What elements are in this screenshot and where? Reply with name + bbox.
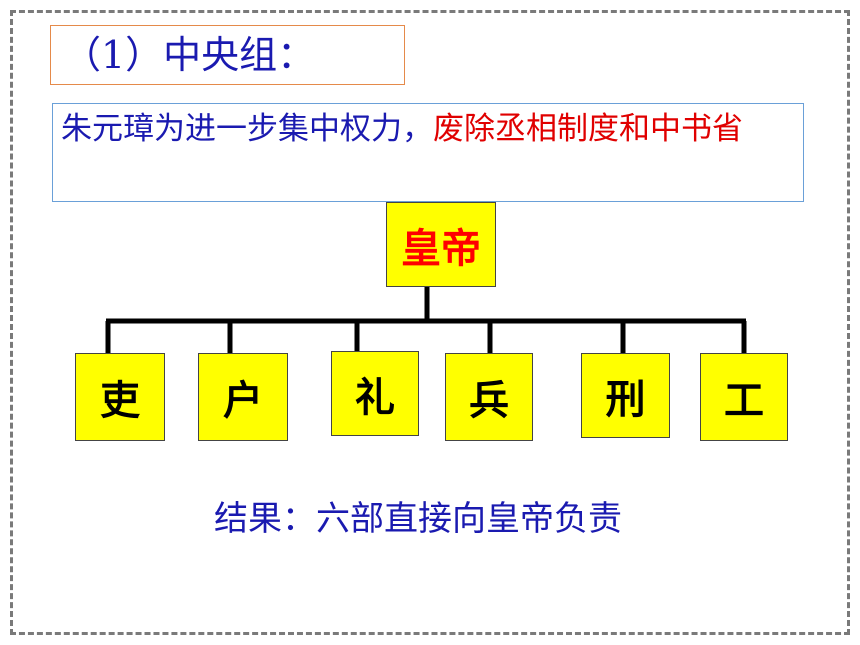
heading-box: （1）中央组： [50, 25, 405, 85]
node-emperor: 皇帝 [386, 202, 496, 287]
description-text: 朱元璋为进一步集中权力，废除丞相制度和中书省 [61, 110, 791, 148]
node-ministry-justice: 刑 [581, 353, 670, 438]
node-ministry-war: 兵 [445, 353, 533, 441]
description-box: 朱元璋为进一步集中权力，废除丞相制度和中书省 [52, 103, 804, 202]
node-ministry-works: 工 [700, 353, 788, 441]
heading-text: （1）中央组： [63, 33, 316, 77]
node-ministry-rites: 礼 [331, 351, 419, 436]
node-ministry-personnel: 吏 [75, 353, 165, 441]
result-text: 结果：六部直接向皇帝负责 [214, 499, 622, 539]
node-ministry-revenue: 户 [198, 353, 288, 441]
description-red-text: 废除丞相制度和中书省 [433, 111, 743, 147]
dashed-frame [10, 10, 850, 635]
description-blue-text: 朱元璋为进一步集中权力， [61, 111, 433, 147]
